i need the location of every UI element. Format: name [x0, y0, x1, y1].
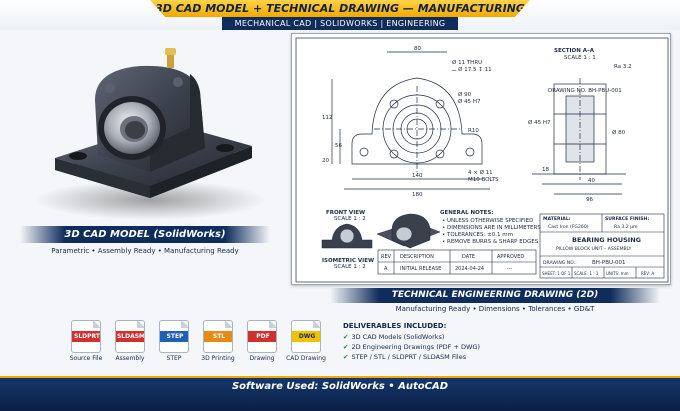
tb-part-sub: PILLOW BLOCK UNIT – ASSEMBLY	[556, 246, 632, 252]
file-caption: Source File	[69, 355, 103, 362]
deliverables-title: DELIVERABLES INCLUDED:	[343, 322, 447, 330]
main-title: 3D CAD MODEL + TECHNICAL DRAWING — MANUF…	[150, 0, 530, 17]
tb-units: UNITS: mm	[606, 271, 629, 276]
deliverables-list: ✔3D CAD Models (SolidWorks) ✔2D Engineer…	[343, 332, 583, 362]
file-pdf: PDF Drawing	[242, 320, 282, 362]
tb-material-label: MATERIAL:	[543, 216, 571, 222]
model-render-panel	[0, 30, 290, 262]
tb-scale: SCALE: 1 : 1	[574, 271, 599, 276]
file-caption: 3D Printing	[201, 355, 235, 362]
drawing-features: Manufacturing Ready • Dimensions • Toler…	[395, 305, 595, 313]
iso-view-scale: SCALE 1 : 2	[334, 264, 366, 270]
tb-rev: REV: A	[641, 271, 654, 276]
rev-header-rev: REV	[381, 254, 392, 260]
front-view-scale: SCALE 1 : 2	[334, 216, 366, 222]
file-icon: STL	[203, 320, 233, 353]
file-sldprt: SLDPRT Source File	[66, 320, 106, 362]
note-4: • REMOVE BURRS & SHARP EDGES	[442, 239, 539, 245]
dim-bolts: 4 × Ø 11	[468, 169, 493, 176]
file-formats: SLDPRT Source File SLDASM Assembly STEP …	[66, 320, 336, 370]
drawing-label: TECHNICAL ENGINEERING DRAWING (2D)	[330, 288, 660, 303]
file-caption: Drawing	[249, 355, 275, 362]
dim-80: 80	[414, 46, 421, 52]
tb-drawing-no-value: BH-PBU-001	[592, 260, 626, 266]
file-caption: CAD Drawing	[286, 355, 326, 362]
file-stl: STL 3D Printing	[198, 320, 238, 362]
section-title: SECTION A–A	[554, 48, 595, 54]
drawing-number-top: DRAWING NO. BH-PBU-001	[548, 88, 622, 94]
pillow-block-3d-render	[35, 48, 265, 220]
section-d45h7: Ø 45 H7	[528, 119, 551, 126]
file-tag: SLDPRT	[72, 331, 100, 342]
tb-finish-value: Ra 3.2 µm	[614, 224, 638, 230]
deliverable-item: ✔2D Engineering Drawings (PDF + DWG)	[343, 343, 480, 351]
file-caption: STEP	[166, 355, 182, 362]
dim-20: 20	[322, 158, 329, 164]
model-features: Parametric • Assembly Ready • Manufactur…	[51, 247, 239, 255]
software-used: Software Used: SolidWorks • AutoCAD	[231, 381, 449, 392]
section-d80: Ø 80	[612, 129, 626, 136]
engineering-drawing-sheet: 80 Ø 11 THRU ⌴ Ø 17.5 ↧ 11 Ø 90 Ø 45 H7 …	[291, 33, 671, 285]
dim-180: 180	[412, 192, 423, 198]
dim-56: 56	[335, 143, 342, 149]
rev-header-desc: DESCRIPTION	[400, 254, 434, 260]
tb-sheet: SHEET: 1 OF 1	[542, 271, 571, 276]
notes-title: GENERAL NOTES:	[440, 210, 494, 216]
tb-finish-label: SURFACE FINISH:	[605, 216, 649, 222]
file-icon: DWG	[291, 320, 321, 353]
deliverable-item: ✔STEP / STL / SLDPRT / SLDASM Files	[343, 353, 467, 361]
file-icon: PDF	[247, 320, 277, 353]
file-icon: SLDPRT	[71, 320, 101, 353]
footer-accent	[0, 376, 680, 378]
check-icon: ✔	[343, 333, 349, 341]
file-tag: DWG	[292, 331, 320, 342]
file-caption: Assembly	[115, 355, 145, 362]
file-tag: SLDASM	[116, 331, 144, 342]
drawing-svg: 80 Ø 11 THRU ⌴ Ø 17.5 ↧ 11 Ø 90 Ø 45 H7 …	[295, 37, 669, 283]
dim-112: 112	[322, 115, 333, 121]
dim-r10: R10	[468, 128, 479, 134]
file-sldasm: SLDASM Assembly	[110, 320, 150, 362]
dim-d90: Ø 90	[458, 91, 472, 98]
file-dwg: DWG CAD Drawing	[286, 320, 326, 362]
tb-drawing-no-label: DRAWING NO.:	[543, 260, 577, 266]
file-tag: STEP	[160, 331, 188, 342]
dim-thru: Ø 11 THRU	[452, 59, 482, 66]
file-tag: STL	[204, 331, 232, 342]
rev-cell-approved: ---	[507, 266, 513, 272]
section-40: 40	[588, 178, 595, 184]
note-3: • TOLERANCES: ±0.1 mm	[442, 232, 513, 238]
file-step: STEP STEP	[154, 320, 194, 362]
section-ra: Ra 3.2	[614, 64, 632, 70]
model-label: 3D CAD MODEL (SolidWorks)	[20, 226, 270, 243]
file-icon: SLDASM	[115, 320, 145, 353]
rev-cell-desc: INITIAL RELEASE	[400, 266, 441, 272]
check-icon: ✔	[343, 353, 349, 361]
dim-140: 140	[412, 173, 423, 179]
file-icon: STEP	[159, 320, 189, 353]
rev-cell-date: 2024-04-24	[455, 266, 484, 272]
rev-header-date: DATE	[462, 254, 475, 260]
rev-cell-rev: A	[384, 266, 388, 272]
dim-bolts-m10: M10 BOLTS	[468, 177, 499, 183]
file-tag: PDF	[248, 331, 276, 342]
front-view-title: FRONT VIEW	[326, 210, 365, 216]
note-2: • DIMENSIONS ARE IN MILLIMETERS	[442, 225, 541, 231]
rev-header-approved: APPROVED	[497, 254, 524, 260]
tb-material-value: Cast Iron (FG260)	[548, 224, 589, 230]
deliverable-item: ✔3D CAD Models (SolidWorks)	[343, 333, 445, 341]
section-scale: SCALE 1 : 1	[564, 55, 596, 61]
check-icon: ✔	[343, 343, 349, 351]
subtitle-bar: MECHANICAL CAD | SOLIDWORKS | ENGINEERIN…	[222, 17, 458, 41]
note-1: • UNLESS OTHERWISE SPECIFIED	[442, 218, 533, 224]
section-18: 18	[542, 167, 549, 173]
footer-bar	[0, 376, 680, 411]
tb-part-title: BEARING HOUSING	[572, 236, 641, 244]
section-96: 96	[586, 197, 593, 203]
dim-d45h7: Ø 45 H7	[458, 98, 481, 105]
deliverables: DELIVERABLES INCLUDED: ✔3D CAD Models (S…	[343, 322, 583, 362]
iso-view-title: ISOMETRIC VIEW	[322, 258, 374, 264]
dim-cbore: ⌴ Ø 17.5 ↧ 11	[452, 66, 492, 73]
